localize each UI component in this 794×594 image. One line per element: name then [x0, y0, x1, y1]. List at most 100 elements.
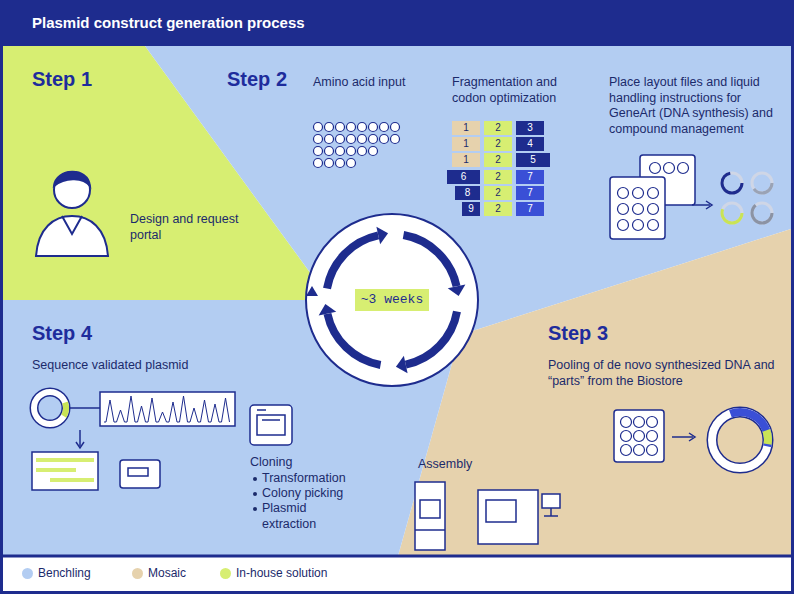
step-text: Place layout files and liquid handling i… — [609, 75, 781, 138]
fragment-cell: 1 — [452, 121, 480, 135]
fragment-cell: 2 — [484, 202, 512, 216]
fragment-cell: 2 — [484, 137, 512, 151]
plate-well — [634, 417, 645, 428]
plate-well — [647, 417, 658, 428]
fragment-cell: 5 — [516, 153, 550, 167]
amino-acid-dot — [380, 123, 389, 132]
legend-rule — [0, 555, 794, 558]
amino-acid-dot — [314, 159, 323, 168]
fragment-cell: 2 — [484, 121, 512, 135]
step-text: Pooling of de novo synthesized DNA and “… — [548, 358, 784, 389]
step-text: Amino acid input — [313, 75, 431, 91]
legend-text: Benchling — [38, 566, 91, 581]
amino-acid-dot — [369, 123, 378, 132]
cycle-circle: ~3 weeks — [304, 212, 480, 388]
plate-well — [621, 445, 632, 456]
amino-acid-dot — [380, 135, 389, 144]
plate-well — [633, 220, 644, 231]
fragment-cell: 7 — [516, 186, 544, 200]
step-text: Cloning — [250, 455, 360, 471]
fragment-cell: 1 — [452, 153, 480, 167]
plate-well — [678, 163, 689, 174]
step-region: Step 4 Sequence validated plasmidCloningT… — [0, 300, 470, 556]
plate-well — [621, 431, 632, 442]
amino-acid-dot — [358, 123, 367, 132]
fragment-cell: 7 — [516, 170, 544, 184]
step-text: Plasmid extraction — [262, 501, 334, 532]
fragment-cell: 2 — [484, 153, 512, 167]
plate-well — [618, 204, 629, 215]
amino-acid-dot — [347, 147, 356, 156]
plate-well — [618, 220, 629, 231]
fragment-cell: 2 — [484, 186, 512, 200]
region-fill — [398, 228, 794, 556]
plate-well — [648, 204, 659, 215]
bullet-dot — [253, 477, 257, 481]
plate-well — [634, 445, 645, 456]
duration-label: ~3 weeks — [355, 289, 429, 311]
step-text: Sequence validated plasmid — [32, 358, 242, 374]
amino-acid-dot — [336, 159, 345, 168]
step-text: Transformation — [262, 471, 372, 487]
step-heading: Step 4 — [32, 322, 142, 344]
legend-swatch — [220, 568, 231, 579]
step-heading: Step 2 — [227, 68, 327, 90]
amino-acid-dot — [314, 135, 323, 144]
amino-acid-dot — [314, 123, 323, 132]
plate-well — [648, 188, 659, 199]
plate-well — [633, 188, 644, 199]
step-text: Colony picking — [262, 486, 372, 502]
assembly-machines — [415, 482, 560, 550]
fragment-cell: 3 — [516, 121, 544, 135]
fragment-cell: 8 — [455, 186, 480, 200]
legend-swatch — [22, 568, 33, 579]
fragment-cell: 1 — [452, 137, 480, 151]
amino-acid-dot — [391, 123, 400, 132]
amino-acid-dot — [358, 147, 367, 156]
amino-acid-dot — [391, 135, 400, 144]
cycle-outline — [306, 214, 478, 386]
plate-well — [618, 188, 629, 199]
amino-acid-dot — [336, 135, 345, 144]
title-bar — [0, 0, 794, 46]
amino-acid-dot — [336, 147, 345, 156]
legend-text: In-house solution — [236, 566, 327, 581]
amino-acid-dot — [325, 135, 334, 144]
plate-well — [650, 163, 661, 174]
amino-acid-dot — [336, 123, 345, 132]
amino-acid-dot — [358, 135, 367, 144]
plate-well — [621, 417, 632, 428]
step-text: Design and request portal — [130, 212, 242, 243]
step-text: Assembly — [418, 457, 508, 473]
amino-acid-dot — [314, 147, 323, 156]
amino-acid-dot — [325, 147, 334, 156]
plate-well — [633, 204, 644, 215]
amino-acid-dot — [325, 159, 334, 168]
bullet-dot — [253, 492, 257, 496]
fragment-cell: 7 — [516, 202, 544, 216]
fragment-cell: 4 — [516, 137, 544, 151]
amino-acid-dot — [325, 123, 334, 132]
plate-well — [664, 163, 675, 174]
fragment-cell: 6 — [447, 170, 480, 184]
amino-acid-dot — [347, 159, 356, 168]
step-text: Fragmentation and codon optimization — [452, 75, 592, 106]
step-region: Step 3 Pooling of de novo synthesized DNA… — [398, 228, 794, 556]
title: Plasmid construct generation process — [32, 14, 305, 31]
amino-acid-dot — [347, 123, 356, 132]
amino-acid-dot — [347, 135, 356, 144]
bullet-dot — [253, 507, 257, 511]
step-heading: Step 1 — [32, 68, 142, 90]
legend-swatch — [132, 568, 143, 579]
fragment-cell: 2 — [484, 170, 512, 184]
plate-well — [634, 431, 645, 442]
fragment-cell: 9 — [462, 202, 480, 216]
legend-text: Mosaic — [148, 566, 186, 581]
amino-acid-dot — [369, 147, 378, 156]
step-heading: Step 3 — [548, 322, 658, 344]
region-shape — [398, 228, 794, 556]
plate-well — [648, 220, 659, 231]
plate-well — [647, 431, 658, 442]
amino-acid-dot — [369, 135, 378, 144]
